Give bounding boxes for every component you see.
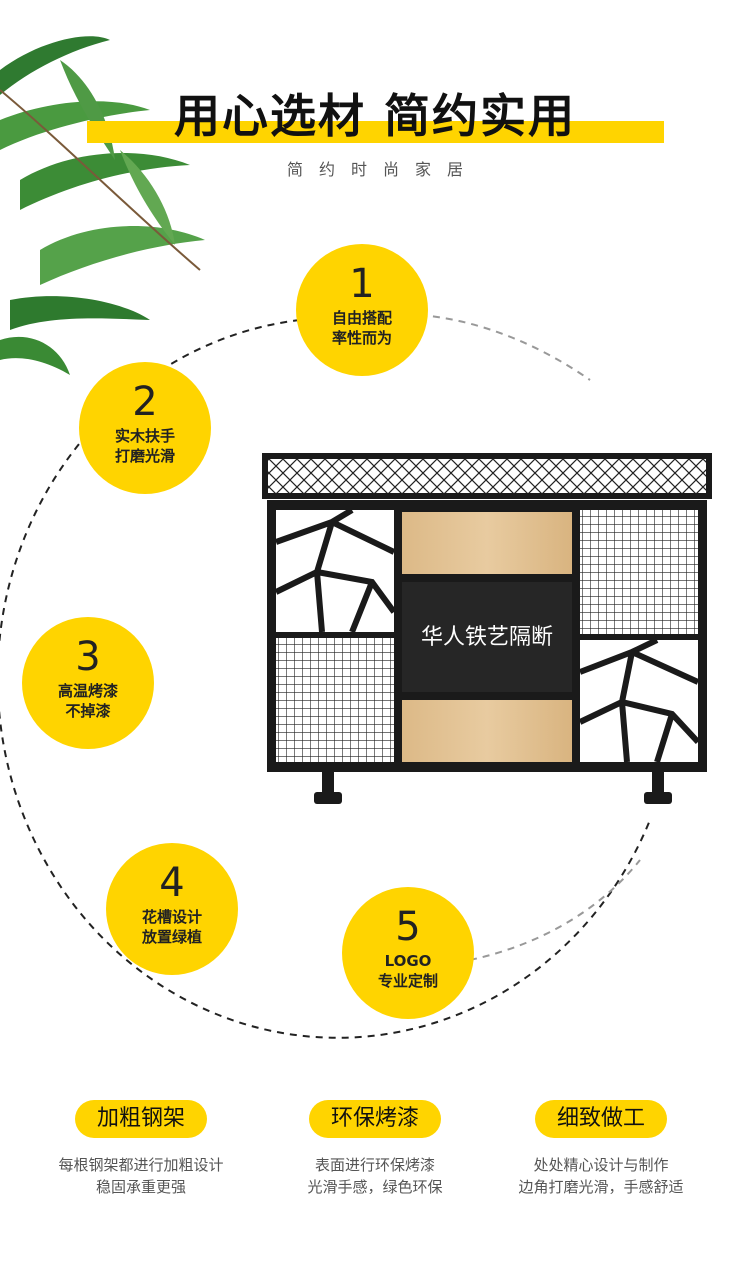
bubble-line1: 高温烤漆	[57, 682, 118, 700]
product-brand-text: 华人铁艺隔断	[421, 625, 553, 650]
feature-bubble-1: 1 自由搭配 率性而为	[296, 244, 428, 376]
feature-bubble-4: 4 花槽设计 放置绿植	[106, 843, 238, 975]
bubble-line2: 率性而为	[331, 329, 392, 347]
feature-bubble-5: 5 LOGO 专业定制	[342, 887, 474, 1019]
feature-item-paint: 环保烤漆 表面进行环保烤漆 光滑手感，绿色环保	[250, 1100, 500, 1198]
feature-item-steel: 加粗钢架 每根钢架都进行加粗设计 稳固承重更强	[16, 1100, 266, 1198]
bubble-line1: 自由搭配	[331, 309, 392, 327]
dashed-ring	[0, 314, 651, 1039]
feature-bubble-2: 2 实木扶手 打磨光滑	[79, 362, 211, 494]
feature-bubble-3: 3 高温烤漆 不掉漆	[22, 617, 154, 749]
page-subtitle: 简约时尚家居	[286, 160, 479, 179]
feature-desc-line2: 光滑手感，绿色环保	[307, 1178, 443, 1196]
bubble-line2: 不掉漆	[65, 702, 111, 720]
bubble-number: 3	[75, 634, 101, 680]
feature-desc-line2: 边角打磨光滑，手感舒适	[518, 1178, 684, 1196]
feature-desc-line1: 处处精心设计与制作	[533, 1156, 669, 1174]
bubble-line1: LOGO	[384, 952, 432, 970]
feature-item-craft: 细致做工 处处精心设计与制作 边角打磨光滑，手感舒适	[476, 1100, 726, 1198]
feature-desc-line2: 稳固承重更强	[95, 1178, 186, 1196]
feature-desc: 处处精心设计与制作 边角打磨光滑，手感舒适	[476, 1154, 726, 1198]
bubble-line2: 打磨光滑	[114, 447, 175, 465]
feature-title: 环保烤漆	[308, 1100, 441, 1138]
bubble-line1: 花槽设计	[141, 908, 202, 926]
feature-title: 加粗钢架	[74, 1100, 207, 1138]
bubble-number: 4	[159, 860, 185, 906]
page-title: 用心选材 简约实用	[173, 89, 576, 143]
bubble-line2: 放置绿植	[141, 928, 202, 946]
feature-desc-line1: 表面进行环保烤漆	[314, 1156, 435, 1174]
feature-list: 加粗钢架 每根钢架都进行加粗设计 稳固承重更强 环保烤漆 表面进行环保烤漆 光滑…	[0, 1100, 750, 1220]
bubble-line2: 专业定制	[377, 972, 438, 990]
bubble-line1: 实木扶手	[114, 427, 175, 445]
bubble-number: 2	[132, 379, 158, 425]
feature-title: 细致做工	[534, 1100, 667, 1138]
header-highlight-bar	[87, 121, 664, 143]
product-partition-image: 华人铁艺隔断	[262, 453, 712, 804]
feature-desc: 每根钢架都进行加粗设计 稳固承重更强	[16, 1154, 266, 1198]
bubble-number: 5	[395, 904, 421, 950]
feature-desc: 表面进行环保烤漆 光滑手感，绿色环保	[250, 1154, 500, 1198]
feature-desc-line1: 每根钢架都进行加粗设计	[58, 1156, 224, 1174]
bubble-number: 1	[349, 261, 375, 307]
